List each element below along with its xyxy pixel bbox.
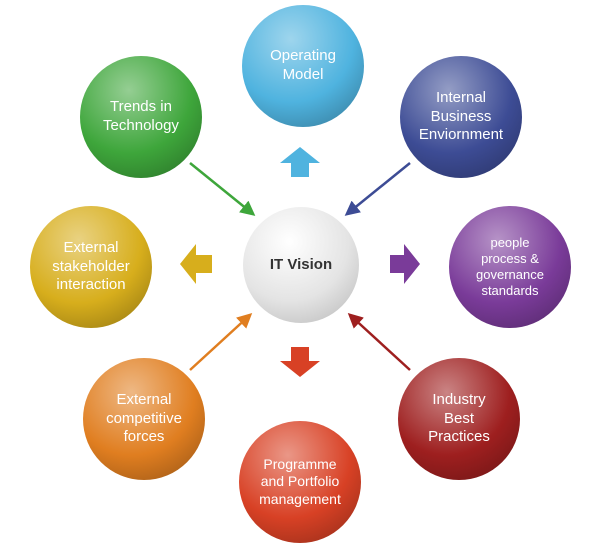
block-arrow-up <box>280 147 320 177</box>
node-label: External competitive forces <box>106 390 182 446</box>
node-external-competitive-forces: External competitive forces <box>83 358 205 480</box>
arrow-competitive-to-center <box>189 312 253 371</box>
arrow-trends-to-center <box>189 162 256 216</box>
node-external-stakeholder-interaction: External stakeholder interaction <box>30 206 152 328</box>
node-label: people process & governance standards <box>476 234 544 299</box>
block-arrow-right <box>390 244 420 284</box>
block-arrow-left <box>180 244 212 284</box>
center-node-it-vision: IT Vision <box>243 207 359 323</box>
node-label: Programme and Portfolio management <box>259 455 341 507</box>
node-trends-in-technology: Trends in Technology <box>80 56 202 178</box>
node-operating-model: Operating Model <box>242 5 364 127</box>
node-label: Trends in Technology <box>103 98 179 134</box>
arrow-internal-to-center <box>344 162 411 216</box>
node-programme-portfolio-management: Programme and Portfolio management <box>239 421 361 543</box>
node-label: Industry Best Practices <box>428 390 490 446</box>
node-label: Internal Business Enviornment <box>418 88 504 144</box>
arrow-industry-to-center <box>347 312 411 371</box>
block-arrow-down <box>280 347 320 377</box>
center-label: IT Vision <box>269 255 333 273</box>
node-label: Operating Model <box>270 47 336 83</box>
node-label: External stakeholder interaction <box>52 238 130 294</box>
node-industry-best-practices: Industry Best Practices <box>398 358 520 480</box>
node-internal-business-enviornment: Internal Business Enviornment <box>400 56 522 178</box>
node-people-process-governance: people process & governance standards <box>449 206 571 328</box>
